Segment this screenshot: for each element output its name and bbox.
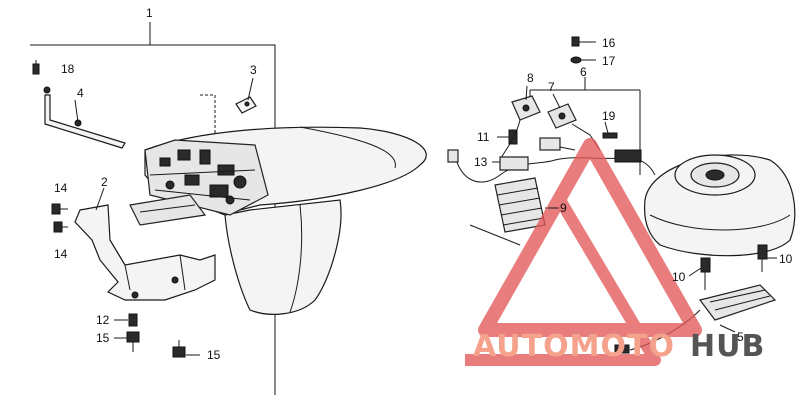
callout-9: 9 <box>560 201 567 215</box>
upper-cover-housing <box>129 94 427 315</box>
callout-14-bottom: 14 <box>54 247 68 261</box>
connector-part-7 <box>547 103 601 151</box>
watermark-text-automoto: AUTOMOTO <box>473 329 675 364</box>
mechanism-detail <box>149 149 256 205</box>
callout-13: 13 <box>474 155 488 169</box>
callout-4: 4 <box>77 86 84 100</box>
clip-part-3 <box>235 96 257 114</box>
rod-part-4 <box>43 86 126 149</box>
callout-19: 19 <box>602 109 616 123</box>
callout-10-left: 10 <box>672 270 686 284</box>
callout-11: 11 <box>477 130 490 144</box>
bracket-part-13 <box>499 156 529 171</box>
watermark-logo <box>465 138 702 366</box>
callout-5: 5 <box>737 330 744 344</box>
watermark-text-hub: HUB <box>690 329 765 364</box>
callout-16: 16 <box>602 36 616 50</box>
callout-18: 18 <box>61 62 75 76</box>
screws-part-14 <box>51 203 68 233</box>
screw-part-18 <box>32 60 40 75</box>
bracket-part-2 <box>74 204 216 301</box>
callout-2: 2 <box>101 175 108 189</box>
callout-14-top: 14 <box>54 181 68 195</box>
bolt-part-10-right <box>757 244 768 272</box>
callout-7: 7 <box>548 80 555 94</box>
bolts-part-12-15 <box>126 313 186 358</box>
bolt-part-16 <box>571 36 596 47</box>
flywheel <box>643 154 796 257</box>
callout-labels: 1 2 3 4 5 6 7 8 9 10 10 11 12 13 14 14 1… <box>54 6 793 362</box>
callout-3: 3 <box>250 63 257 77</box>
leader-lines <box>74 77 777 356</box>
bolt-part-10-left <box>700 257 711 290</box>
washer-part-17 <box>570 56 596 64</box>
callout-8: 8 <box>527 71 534 85</box>
callout-12: 12 <box>96 313 110 327</box>
callout-10-right: 10 <box>779 252 793 266</box>
wiring-harness <box>447 119 656 183</box>
connector-part-8 <box>511 95 541 121</box>
callout-15-left: 15 <box>96 331 110 345</box>
pin-part-19 <box>602 132 618 139</box>
callout-1: 1 <box>146 6 153 20</box>
callout-17: 17 <box>602 54 616 68</box>
callout-6: 6 <box>580 65 587 79</box>
callout-15-right: 15 <box>207 348 221 362</box>
